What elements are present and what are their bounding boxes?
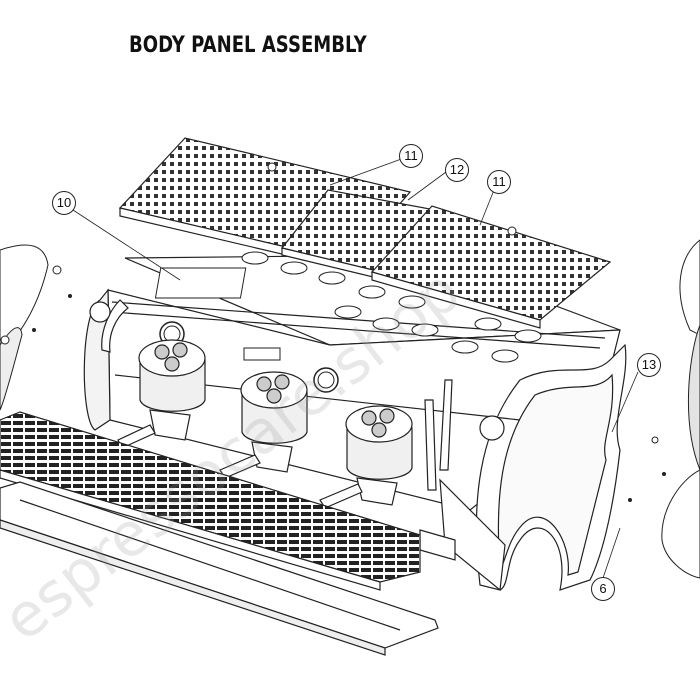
drip-tray-grate	[0, 411, 421, 591]
steam-wands	[89, 299, 505, 491]
callout-10: 10	[52, 191, 76, 215]
page-title: BODY PANEL ASSEMBLY	[129, 33, 367, 58]
right-side-panel	[661, 239, 700, 579]
left-side-panel	[0, 244, 49, 411]
top-grate-right	[370, 205, 612, 329]
callout-11-left: 11	[399, 144, 423, 168]
drip-tray	[0, 481, 439, 656]
group-head-2	[240, 371, 308, 473]
callout-13: 13	[637, 353, 661, 377]
callout-6: 6	[591, 577, 615, 601]
machine-body	[83, 254, 627, 592]
cup-warmer-openings	[154, 251, 542, 363]
callout-11-right: 11	[487, 170, 511, 194]
callout-12: 12	[445, 158, 469, 182]
left-fastener	[52, 265, 62, 275]
pressure-gauges	[159, 321, 339, 393]
group-head-1	[138, 339, 206, 441]
portafilter-handles	[117, 424, 363, 509]
leader-lines	[72, 157, 639, 579]
